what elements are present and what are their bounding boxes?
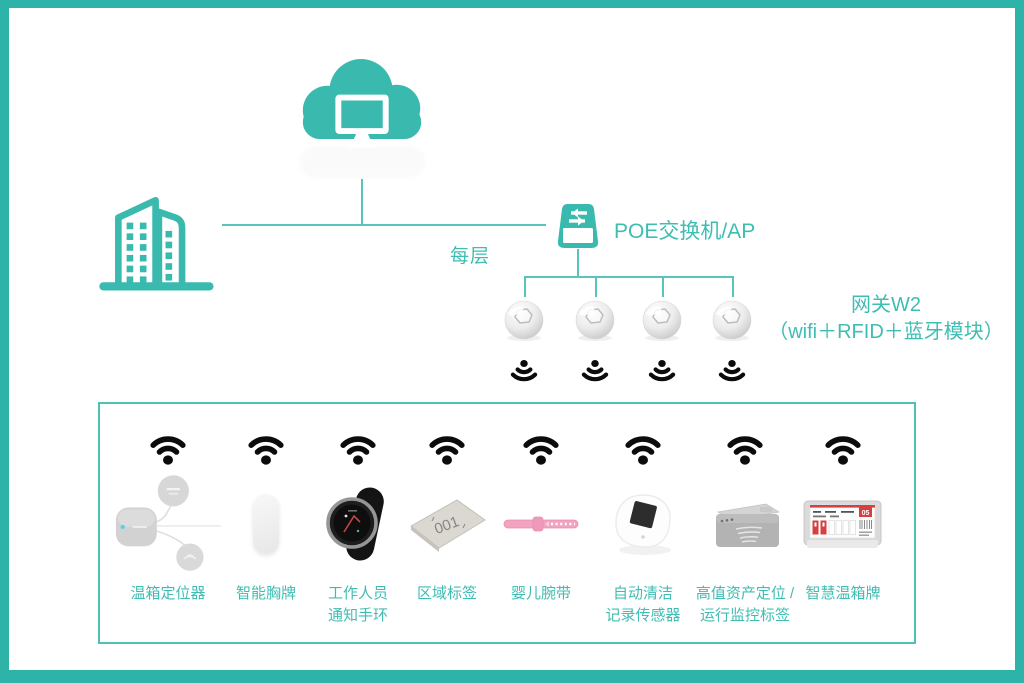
wifi-icon — [819, 426, 867, 466]
baby-wristband-icon — [503, 516, 579, 532]
ap-bus-line — [524, 276, 734, 278]
incubator-locator-icon — [115, 475, 222, 571]
building-icon — [99, 196, 214, 291]
switch-drop-line — [577, 249, 579, 277]
poe-switch-icon — [557, 204, 599, 248]
device-label: 智能胸牌 — [235, 585, 296, 602]
staff-wristband-icon — [326, 487, 384, 561]
device-label: 高值资产定位 / — [695, 585, 795, 602]
ap-drop-line-2 — [595, 276, 597, 297]
signal-up-icon — [506, 359, 542, 389]
floor-label: 每层 — [450, 246, 491, 267]
asset-tag-icon — [716, 503, 781, 547]
device-label: 自动清洁 — [612, 585, 673, 602]
device-column-1: 温箱定位器 — [93, 402, 243, 644]
device-column-6: 自动清洁 记录传感器 — [568, 402, 718, 644]
wifi-icon — [517, 426, 565, 466]
device-column-5: 婴儿腕带 — [466, 402, 616, 644]
cleaning-sensor-icon — [615, 494, 671, 555]
ap-drop-line-1 — [524, 276, 526, 297]
frame-border-left — [0, 0, 9, 683]
gateway-dome-icon — [712, 300, 752, 342]
frame-border-right — [1015, 0, 1024, 683]
wifi-icon — [721, 426, 769, 466]
building-switch-line — [222, 224, 546, 226]
gateway-device-2 — [572, 300, 620, 394]
area-tag-icon: 001 — [410, 499, 486, 552]
device-column-7: 高值资产定位 / 运行监控标签 — [670, 402, 820, 644]
smart-badge-icon — [253, 494, 279, 554]
watermark-blur — [300, 146, 425, 178]
device-column-4: 001 区域标签 — [372, 402, 522, 644]
switch-label: POE交换机/AP — [614, 220, 756, 243]
ap-drop-line-4 — [732, 276, 734, 297]
device-label: 智慧温箱牌 — [805, 585, 881, 602]
device-label: 记录传感器 — [605, 607, 681, 624]
device-column-8: 05 智慧温箱牌 — [768, 402, 918, 644]
gateway-subtitle: （wifi＋RFID＋蓝牙模块） — [768, 321, 1004, 343]
gateway-device-3 — [639, 300, 687, 394]
cloud-link-line — [361, 179, 363, 225]
gateway-device-1 — [501, 300, 549, 394]
wifi-icon — [619, 426, 667, 466]
incubator-tag-number: 05 — [862, 510, 870, 517]
device-label: 通知手环 — [327, 607, 388, 624]
device-label: 温箱定位器 — [130, 585, 206, 602]
cloud-monitor-icon — [302, 59, 422, 148]
wifi-icon — [423, 426, 471, 466]
gateway-caption: 网关W2 （wifi＋RFID＋蓝牙模块） — [758, 292, 1014, 346]
signal-up-icon — [714, 359, 750, 389]
device-label: 工作人员 — [327, 585, 388, 602]
wifi-icon — [144, 426, 192, 466]
signal-up-icon — [644, 359, 680, 389]
frame-border-bottom — [0, 670, 1024, 683]
signal-up-icon — [577, 359, 613, 389]
gateway-device-4 — [709, 300, 757, 394]
frame-border-top — [0, 0, 1024, 8]
device-label: 婴儿腕带 — [510, 585, 571, 602]
smart-incubator-tag-icon: 05 — [803, 500, 882, 548]
device-label: 区域标签 — [416, 585, 477, 602]
gateway-dome-icon — [642, 300, 682, 342]
device-column-3: 工作人员 通知手环 — [283, 402, 433, 644]
ap-drop-line-3 — [662, 276, 664, 297]
gateway-dome-icon — [504, 300, 544, 342]
gateway-dome-icon — [575, 300, 615, 342]
device-column-2: 智能胸牌 — [191, 402, 341, 644]
device-label: 运行监控标签 — [699, 607, 790, 624]
gateway-title: 网关W2 — [851, 294, 921, 316]
